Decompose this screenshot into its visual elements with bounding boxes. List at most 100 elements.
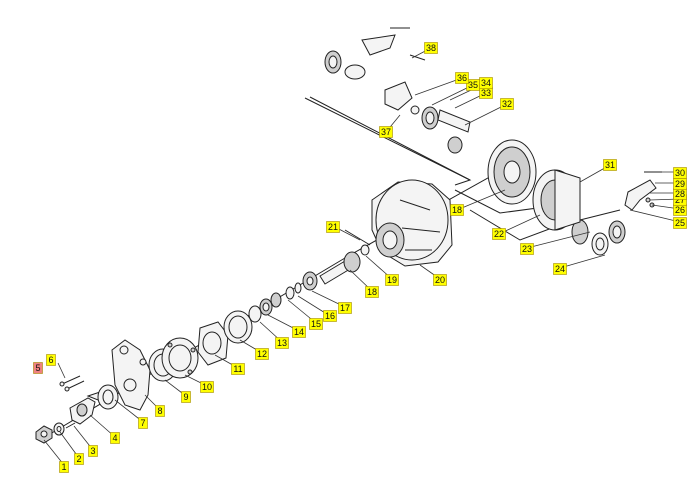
callout-tag-label: 19 <box>387 275 397 285</box>
callout-tag-36: 36 <box>455 72 469 84</box>
part-small-ring <box>360 244 370 256</box>
callout-tag-label: 22 <box>494 229 504 239</box>
callout-tag-23: 23 <box>520 243 534 255</box>
callout-tag-5: 5 <box>33 362 43 374</box>
callout-tag-label: 16 <box>325 311 335 321</box>
callout-tag-label: 4 <box>112 433 117 443</box>
callout-tag-box <box>603 159 617 171</box>
callout-tag-label: 30 <box>675 168 685 178</box>
callout-tag-4: 4 <box>110 432 120 444</box>
callout-tag-2: 2 <box>74 453 84 465</box>
callout-tag-box <box>455 72 469 84</box>
part-differential-internals <box>384 81 471 154</box>
callout-tag-label: 24 <box>555 264 565 274</box>
callout-tag-8: 8 <box>155 405 165 417</box>
callout-tag-29: 29 <box>673 178 687 190</box>
callout-tag-15: 15 <box>309 318 323 330</box>
part-carrier-bearings <box>571 219 626 256</box>
callout-tag-label: 6 <box>48 355 53 365</box>
callout-tag-box <box>338 302 352 314</box>
callout-tag-13: 13 <box>275 337 289 349</box>
callout-tag-label: 34 <box>481 78 491 88</box>
part-bearing-set <box>248 292 282 323</box>
callout-tag-label: 33 <box>481 88 491 98</box>
callout-tag-38: 38 <box>424 42 438 54</box>
callout-tag-24: 24 <box>553 263 567 275</box>
callout-tag-box <box>46 354 56 366</box>
part-yoke-flange <box>69 391 101 425</box>
callout-tag-label: 1 <box>61 462 66 472</box>
callout-tag-box <box>110 432 120 444</box>
callout-tag-label: 8 <box>157 406 162 416</box>
callout-tag-label: 36 <box>457 73 467 83</box>
callout-tag-25: 25 <box>673 217 687 229</box>
callout-tag-label: 18 <box>367 287 377 297</box>
callout-tag-label: 5 <box>35 363 40 373</box>
part-seal-ring <box>97 384 119 410</box>
part-bolt-21 <box>344 229 371 246</box>
callout-tag-label: 2 <box>76 454 81 464</box>
callout-tag-11: 11 <box>231 363 245 375</box>
callout-tag-box <box>450 204 464 216</box>
part-shift-fork <box>624 171 662 211</box>
part-pin <box>65 422 76 429</box>
callout-tag-box <box>553 263 567 275</box>
callout-tag-box <box>385 274 399 286</box>
callout-tag-label: 7 <box>140 418 145 428</box>
callout-tag-10: 10 <box>200 381 214 393</box>
part-top-bearing <box>324 27 426 80</box>
callout-tag-18: 18 <box>450 204 464 216</box>
callout-tag-box <box>33 362 43 374</box>
part-washer <box>53 422 65 436</box>
callout-tag-35: 35 <box>466 79 480 91</box>
callout-tag-7: 7 <box>138 417 148 429</box>
callout-tag-32: 32 <box>500 98 514 110</box>
callout-tag-box <box>673 167 687 179</box>
callout-tag-box <box>74 453 84 465</box>
part-ring-gear <box>487 139 537 205</box>
callout-tag-box <box>200 381 214 393</box>
callout-tag-12: 12 <box>255 348 269 360</box>
callout-tag-label: 25 <box>675 218 685 228</box>
callout-tag-30: 30 <box>673 167 687 179</box>
callout-tag-label: 28 <box>675 189 685 199</box>
callout-tag-label: 29 <box>675 179 685 189</box>
callout-tag-label: 14 <box>294 327 304 337</box>
callout-tag-31: 31 <box>603 159 617 171</box>
callout-tag-17: 17 <box>338 302 352 314</box>
callout-tag-box <box>59 461 69 473</box>
callout-tag-3: 3 <box>88 445 98 457</box>
callout-tag-1: 1 <box>59 461 69 473</box>
callout-tag-box <box>326 221 340 233</box>
callout-tag-box <box>424 42 438 54</box>
callout-tag-label: 15 <box>311 319 321 329</box>
callout-tag-label: 17 <box>340 303 350 313</box>
callout-tag-box <box>181 391 191 403</box>
callout-tag-label: 37 <box>381 127 391 137</box>
callout-tag-box <box>138 417 148 429</box>
callout-tag-22: 22 <box>492 228 506 240</box>
part-carrier-housing <box>371 179 453 267</box>
callout-tag-box <box>323 310 337 322</box>
callout-tag-box <box>88 445 98 457</box>
callout-tag-label: 38 <box>426 43 436 53</box>
callout-tag-26: 26 <box>673 204 687 216</box>
part-pinion-bearing <box>302 271 318 291</box>
callout-tag-19: 19 <box>385 274 399 286</box>
callout-tag-label: 35 <box>468 80 478 90</box>
callout-tag-box <box>466 79 480 91</box>
callout-tag-box <box>492 228 506 240</box>
callout-tag-label: 10 <box>202 382 212 392</box>
callout-tag-box <box>365 286 379 298</box>
callout-tag-21: 21 <box>326 221 340 233</box>
callout-tag-label: 32 <box>502 99 512 109</box>
callout-tag-label: 26 <box>675 205 685 215</box>
callout-tag-label: 31 <box>605 160 615 170</box>
part-gasket-2 <box>223 310 253 344</box>
callout-tag-label: 11 <box>233 364 242 374</box>
callout-tag-34: 34 <box>479 77 493 89</box>
part-bolts <box>59 375 85 392</box>
callout-tag-label: 18 <box>452 205 462 215</box>
